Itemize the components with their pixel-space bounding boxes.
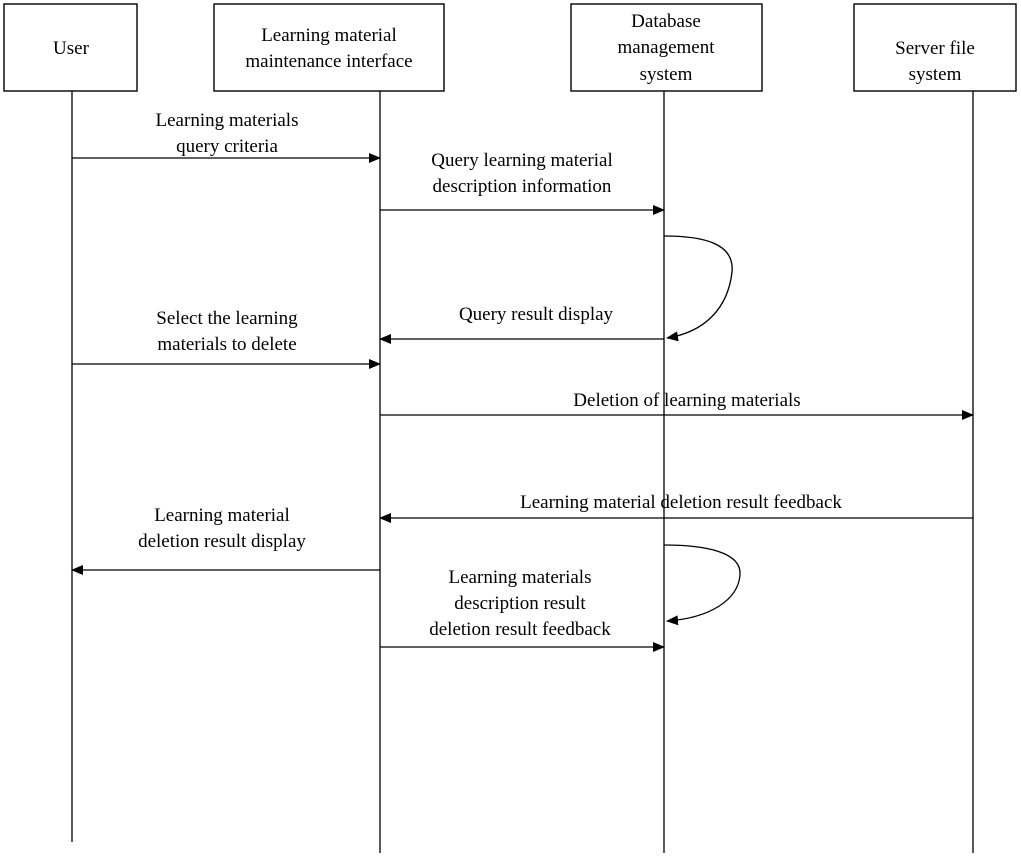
participant-dbms-label-line-1: Database (631, 11, 701, 32)
message-label: Query learning material (431, 150, 612, 171)
participant-fs-label-line-1: Server file (895, 38, 975, 59)
message-label: deletion result display (138, 531, 306, 552)
self-loop-dbms-1 (663, 235, 733, 342)
message-deletion-display: Learning material deletion result displa… (71, 505, 380, 575)
message-label: query criteria (176, 136, 278, 157)
participant-user: User (3, 3, 138, 92)
message-query-result-display: Query result display (379, 304, 664, 344)
participant-dbms-label-line-3: system (640, 64, 693, 85)
message-select-to-delete: Select the learning materials to delete (72, 308, 381, 369)
self-loop-dbms-2 (663, 544, 741, 626)
participant-fs: Server file system (853, 3, 1017, 92)
message-label: Query result display (459, 304, 614, 325)
message-label: Select the learning (156, 308, 298, 329)
participant-interface: Learning material maintenance interface (213, 3, 445, 92)
message-label: Deletion of learning materials (573, 390, 800, 411)
participant-interface-label-line-1: Learning material (261, 25, 397, 46)
participant-dbms: Database management system (570, 3, 763, 92)
message-label: description information (433, 176, 612, 197)
participant-dbms-label-line-2: management (617, 37, 715, 58)
message-query-criteria: Learning materials query criteria (72, 110, 381, 163)
message-label: Learning material deletion result feedba… (520, 492, 842, 513)
participant-user-label: User (53, 38, 90, 59)
message-label: description result (454, 593, 586, 614)
message-label: Learning materials (449, 567, 592, 588)
message-label: Learning materials (156, 110, 299, 131)
participant-fs-label-line-2: system (909, 64, 962, 85)
message-description-result-feedback: Learning materials description result de… (380, 567, 665, 652)
message-label: materials to delete (157, 334, 296, 355)
message-deletion: Deletion of learning materials (380, 390, 974, 420)
message-label: Learning material (154, 505, 290, 526)
message-query-description: Query learning material description info… (380, 150, 665, 215)
message-deletion-feedback: Learning material deletion result feedba… (379, 492, 973, 523)
participant-interface-label-line-2: maintenance interface (245, 51, 412, 72)
message-label: deletion result feedback (429, 619, 611, 640)
